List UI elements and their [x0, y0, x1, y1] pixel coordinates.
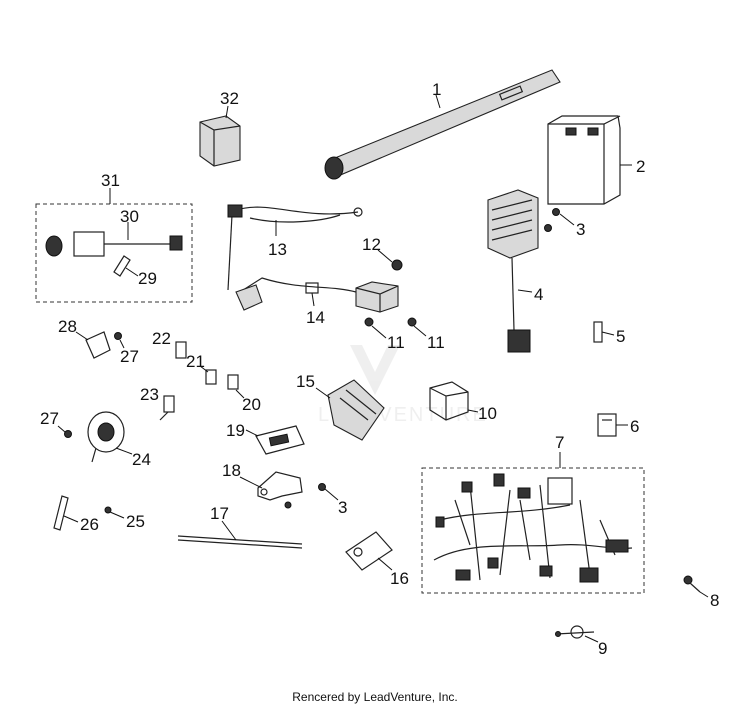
callout-3b: 3 — [338, 498, 347, 517]
part-26-strap — [53, 495, 69, 531]
callout-28: 28 — [58, 317, 77, 336]
assembly-box-31 — [35, 203, 193, 303]
callout-25: 25 — [126, 512, 145, 531]
part-20-connector — [227, 374, 239, 390]
part-4-regulator — [487, 189, 539, 353]
callout-27a: 27 — [40, 409, 59, 428]
part-25-screw — [104, 506, 112, 514]
part-27-bolts — [64, 332, 122, 438]
part-23-connector — [159, 395, 175, 421]
part-14-ignition-coil — [235, 277, 399, 313]
part-15-module — [327, 379, 385, 441]
part-19-plate — [255, 425, 305, 455]
callout-31: 31 — [101, 171, 120, 190]
callout-4: 4 — [534, 285, 543, 304]
callout-15: 15 — [296, 372, 315, 391]
callout-20: 20 — [242, 395, 261, 414]
callout-18: 18 — [222, 461, 241, 480]
callout-26: 26 — [80, 515, 99, 534]
callout-6: 6 — [630, 417, 639, 436]
footer-credit: Rencered by LeadVenture, Inc. — [292, 690, 458, 704]
callout-32: 32 — [220, 89, 239, 108]
callout-23: 23 — [140, 385, 159, 404]
part-32-relay-box — [199, 115, 241, 167]
part-29-key — [113, 255, 131, 277]
part-1-bar — [324, 69, 561, 180]
part-8-bolt — [683, 575, 701, 593]
part-28-switch — [85, 331, 111, 359]
part-3-bolts-upper — [544, 208, 560, 232]
harness-box — [421, 467, 645, 594]
callout-9: 9 — [598, 639, 607, 658]
callout-7: 7 — [555, 433, 564, 452]
part-17-rod — [177, 535, 303, 549]
part-13-cable — [227, 204, 363, 291]
callout-24: 24 — [132, 450, 151, 469]
callout-30: 30 — [120, 207, 139, 226]
part-24-horn — [87, 411, 125, 463]
callout-1: 1 — [432, 80, 441, 99]
callout-8: 8 — [710, 591, 719, 610]
callout-11b: 11 — [427, 333, 445, 352]
part-30-lock-assembly — [45, 231, 183, 257]
callout-22: 22 — [152, 329, 171, 348]
callout-14: 14 — [306, 308, 325, 327]
callout-5: 5 — [616, 327, 625, 346]
part-18-bracket — [257, 471, 303, 509]
part-7-wiring-harness — [433, 473, 633, 583]
part-11-nuts — [364, 317, 417, 327]
callout-29: 29 — [138, 269, 157, 288]
callout-2: 2 — [636, 157, 645, 176]
callout-27b: 27 — [120, 347, 139, 366]
part-21-connector — [205, 369, 217, 385]
callout-11a: 11 — [387, 333, 405, 352]
part-5-connector — [593, 321, 603, 343]
callout-19: 19 — [226, 421, 245, 440]
callout-16: 16 — [390, 569, 409, 588]
part-2-battery — [547, 115, 621, 205]
callout-3a: 3 — [576, 220, 585, 239]
callout-13: 13 — [268, 240, 287, 259]
callout-10: 10 — [478, 404, 497, 423]
callout-21: 21 — [186, 352, 205, 371]
part-6-relay — [597, 413, 617, 437]
callout-12: 12 — [362, 235, 381, 254]
part-3-bolt-lower — [318, 483, 326, 491]
part-12-cap — [391, 259, 403, 271]
part-9-clamp — [555, 625, 595, 639]
part-16-holder — [345, 531, 393, 571]
part-10-relay — [429, 381, 469, 421]
part-22-connector — [175, 341, 187, 359]
callout-17: 17 — [210, 504, 229, 523]
